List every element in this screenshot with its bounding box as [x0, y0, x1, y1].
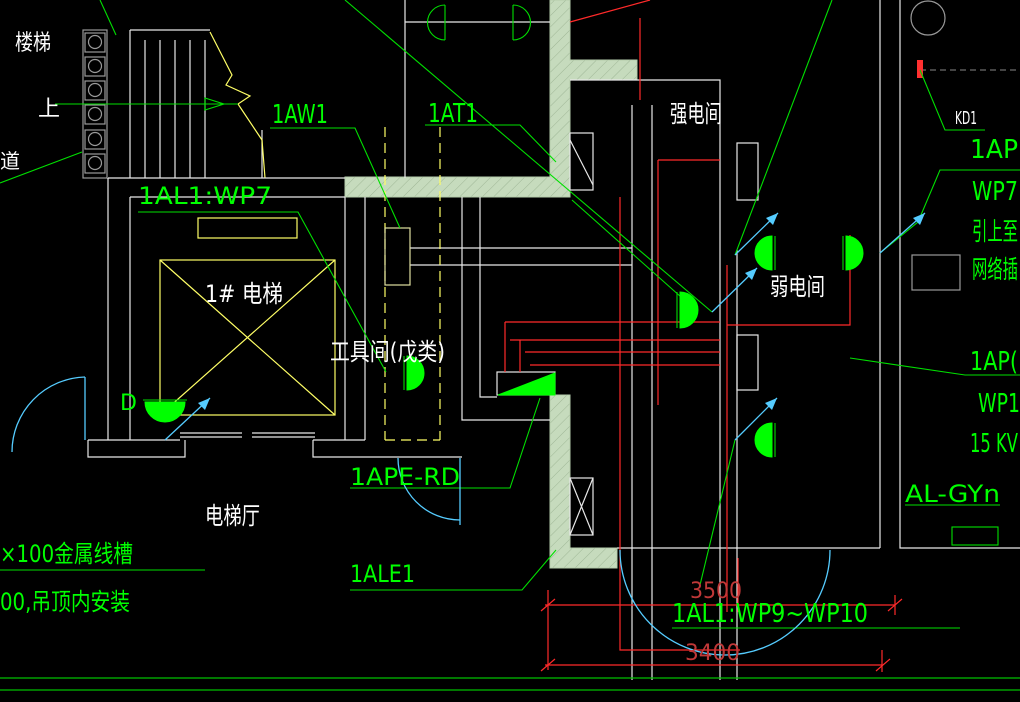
leader-arrow-icon — [734, 397, 778, 441]
label-panel-al-gyn: AL-GYn — [905, 480, 1000, 508]
red-cable-runs — [504, 0, 851, 651]
lamp-symbol-icon — [403, 355, 425, 391]
lamp-symbol-icon — [754, 422, 776, 458]
label-strong-current-room: 强电间 — [670, 100, 722, 128]
lamp-symbol-icon — [676, 291, 699, 329]
label-stair: 楼梯 — [15, 31, 51, 56]
label-panel-1ape-rd: 1APE-RD — [350, 463, 460, 491]
elevator-car — [159, 217, 336, 416]
label-lead-up-to: 引上至 — [972, 217, 1018, 246]
label-door-d: D — [120, 391, 137, 416]
tool-room-dashed-outline — [384, 127, 441, 441]
wall-lower — [549, 394, 618, 569]
distribution-panel-icon — [736, 334, 759, 391]
leader-arrow-icon — [879, 212, 926, 254]
leader-arrow-icon — [734, 212, 779, 256]
stair-up-arrow-icon — [55, 97, 238, 111]
lamp-symbol-icon — [143, 399, 187, 423]
label-stair-up: 上 — [38, 97, 60, 122]
label-kd1: KD1 — [955, 108, 977, 129]
label-panel-1at1: 1AT1 — [428, 99, 478, 129]
emergency-panel-icon — [496, 371, 556, 396]
label-tool-room: 工具间(戊类) — [330, 338, 445, 366]
right-equipment-box — [911, 254, 961, 291]
distribution-panel-icon — [384, 227, 411, 286]
label-elevator-1: 1# 电梯 — [205, 280, 283, 308]
label-panel-1ale1: 1ALE1 — [350, 560, 415, 588]
distribution-panel-icon — [569, 477, 594, 536]
label-lower-wp1: WP1 — [978, 389, 1020, 419]
leader-arrow-icon — [164, 397, 211, 441]
distribution-panel-icon — [569, 132, 594, 191]
label-circuit-1al1-wp7: 1AL1:WP7 — [138, 182, 272, 210]
elevator-door — [180, 432, 315, 438]
label-circuit-1al1-wp9-wp10: 1AL1:WP9~WP10 — [672, 599, 868, 629]
label-tray-note-line2: 00,吊顶内安装 — [0, 588, 130, 616]
label-weak-current-room: 弱电间 — [770, 273, 825, 301]
leader-arrow-icon — [711, 267, 758, 313]
distribution-panel-icon — [736, 142, 759, 201]
label-panel-1ap-lower: 1AP( — [970, 347, 1018, 377]
cable-tray — [410, 247, 632, 266]
stair-riser-box — [82, 29, 108, 179]
lamp-symbol-icon — [512, 4, 532, 41]
door-swing-strong-room — [619, 549, 831, 656]
label-power-rating: 15 KV — [970, 429, 1018, 459]
label-dimension-3400: 3400 — [685, 641, 740, 666]
leader-lines — [0, 0, 1020, 629]
kd1-marker — [917, 60, 923, 78]
fixture-circle — [910, 0, 946, 36]
al-gyn-panel — [951, 526, 999, 546]
lamp-symbol-icon — [754, 235, 776, 271]
door-swing-left — [11, 376, 86, 453]
label-dimension-3500: 3500 — [690, 579, 742, 604]
lamp-symbol-icon — [426, 4, 446, 41]
dimension-lines — [540, 590, 903, 672]
stair-break-line — [209, 31, 266, 179]
label-corridor-partial: 道 — [0, 149, 20, 173]
door-swing-tool-room — [397, 457, 461, 525]
building-walls — [87, 0, 1020, 680]
label-elevator-hall: 电梯厅 — [205, 502, 260, 530]
bottom-boundary-lines — [0, 677, 1020, 691]
label-upper-wp7: WP7 — [972, 177, 1018, 207]
label-panel-1aw1: 1AW1 — [272, 100, 328, 130]
label-network-socket: 网络插 — [972, 255, 1018, 284]
label-tray-note-line1: ×100金属线槽 — [0, 540, 133, 568]
label-panel-1ap-upper: 1AP — [970, 135, 1018, 165]
lamp-symbol-icon — [842, 235, 864, 271]
